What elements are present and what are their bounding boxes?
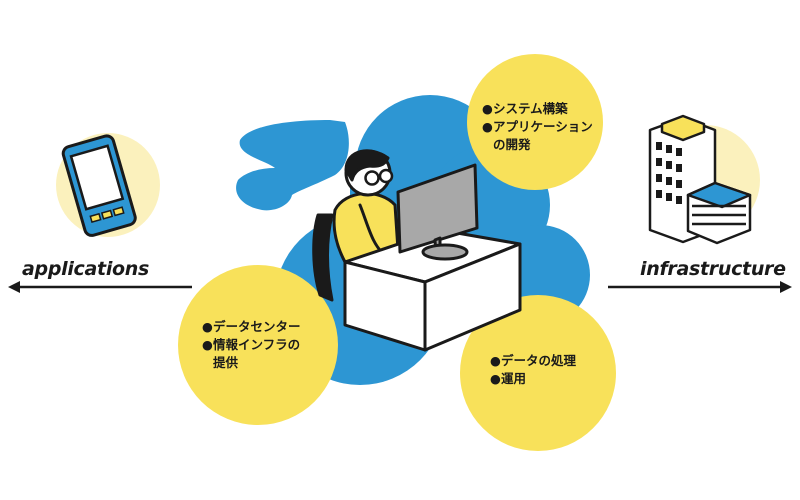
bullet-icon: ● — [482, 101, 493, 116]
bottom-bubble-item: ●運用 — [490, 370, 576, 388]
bottom-bubble-text: ●データの処理 ●運用 — [490, 352, 576, 388]
bottom-bubble — [460, 295, 616, 451]
person-at-desk — [312, 149, 522, 352]
top-bubble-item: の開発 — [482, 136, 593, 154]
bullet-icon: ● — [202, 337, 213, 352]
top-item-2: アプリケーション — [493, 119, 593, 134]
bullet-icon: ● — [490, 353, 501, 368]
left-bubble-item: ●データセンター — [202, 318, 301, 336]
bottom-item-2: 運用 — [501, 371, 527, 386]
infrastructure-label: infrastructure — [640, 258, 786, 280]
left-item-2: 情報インフラの — [213, 337, 301, 352]
building-icon — [648, 114, 752, 245]
left-bubble — [178, 265, 338, 425]
top-item-2-cont: の開発 — [493, 137, 531, 152]
top-bubble — [467, 54, 603, 190]
applications-label: applications — [22, 258, 150, 280]
bottom-item-1: データの処理 — [501, 353, 577, 368]
bullet-icon: ● — [482, 119, 493, 134]
top-item-1: システム構築 — [493, 101, 568, 116]
infrastructure-arrow — [608, 281, 792, 293]
bottom-bubble-item: ●データの処理 — [490, 352, 576, 370]
bullet-icon: ● — [202, 319, 213, 334]
left-item-1: データセンター — [213, 319, 301, 334]
applications-arrow — [8, 281, 192, 293]
smartphone-icon — [61, 134, 137, 237]
left-item-2-cont: 提供 — [213, 355, 239, 370]
left-bubble-item: ●情報インフラの — [202, 336, 301, 354]
left-bubble-item: 提供 — [202, 354, 301, 372]
top-bubble-text: ●システム構築 ●アプリケーション の開発 — [482, 100, 593, 154]
top-bubble-item: ●システム構築 — [482, 100, 593, 118]
top-bubble-item: ●アプリケーション — [482, 118, 593, 136]
bullet-icon: ● — [490, 371, 501, 386]
left-bubble-text: ●データセンター ●情報インフラの 提供 — [202, 318, 301, 372]
